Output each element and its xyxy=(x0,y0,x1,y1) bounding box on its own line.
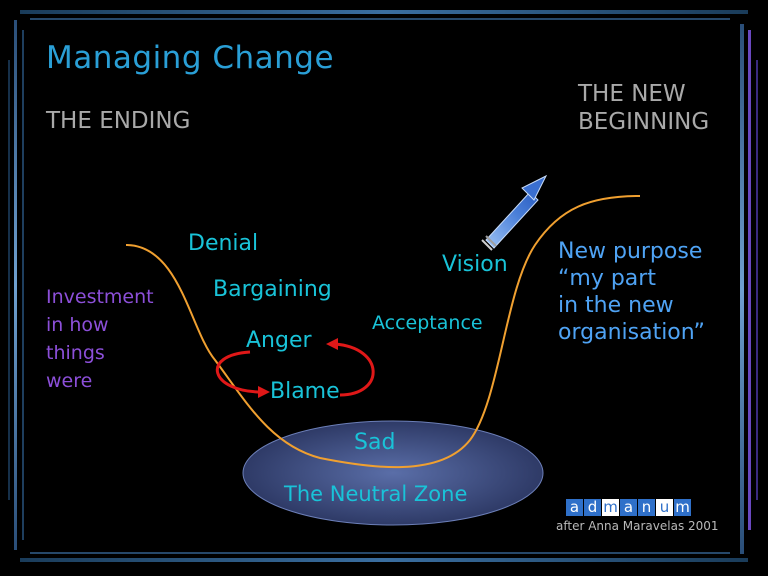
logo-letter: m xyxy=(674,498,691,516)
stage-denial: Denial xyxy=(188,231,259,256)
logo-letter: a xyxy=(620,499,637,516)
credit-text: after Anna Maravelas 2001 xyxy=(556,519,719,533)
investment-line-1: Investment xyxy=(46,286,154,308)
logo-letter: m xyxy=(602,498,619,516)
the-ending-label: THE ENDING xyxy=(46,108,191,134)
stage-bargaining: Bargaining xyxy=(213,277,332,302)
new-beginning-line-1: THE NEW xyxy=(578,81,686,107)
stage-acceptance: Acceptance xyxy=(372,312,483,334)
anger-blame-cycle-arrow-left xyxy=(215,350,263,394)
logo-letter: a xyxy=(566,499,583,516)
logo-letter: u xyxy=(656,499,673,516)
investment-text: Investment in how things were xyxy=(46,283,186,395)
new-purpose-line-2: “my part xyxy=(558,266,656,291)
stage-anger: Anger xyxy=(246,328,312,353)
neutral-zone-label: The Neutral Zone xyxy=(284,482,468,506)
stage-sad: Sad xyxy=(354,430,396,455)
new-purpose-line-3: in the new xyxy=(558,293,674,318)
stage-vision: Vision xyxy=(442,252,508,277)
admanum-logo: a d m a n u m xyxy=(566,499,691,516)
anger-blame-cycle-arrow-right xyxy=(334,342,375,397)
investment-line-2: in how xyxy=(46,314,109,336)
page-title: Managing Change xyxy=(46,40,335,76)
new-purpose-line-4: organisation” xyxy=(558,320,705,345)
new-beginning-line-2: BEGINNING xyxy=(578,109,710,135)
new-purpose-line-1: New purpose xyxy=(558,239,703,264)
logo-letter: n xyxy=(638,499,655,516)
new-beginning-label: THE NEW BEGINNING xyxy=(578,80,748,136)
change-curve xyxy=(125,195,641,469)
investment-line-4: were xyxy=(46,370,93,392)
new-purpose-text: New purpose “my part in the new organisa… xyxy=(558,238,758,346)
logo-letter: d xyxy=(584,499,601,516)
neutral-zone-ellipse xyxy=(242,420,544,526)
investment-line-3: things xyxy=(46,342,105,364)
vision-arrow-icon xyxy=(481,174,548,251)
stage-blame: Blame xyxy=(270,379,340,404)
